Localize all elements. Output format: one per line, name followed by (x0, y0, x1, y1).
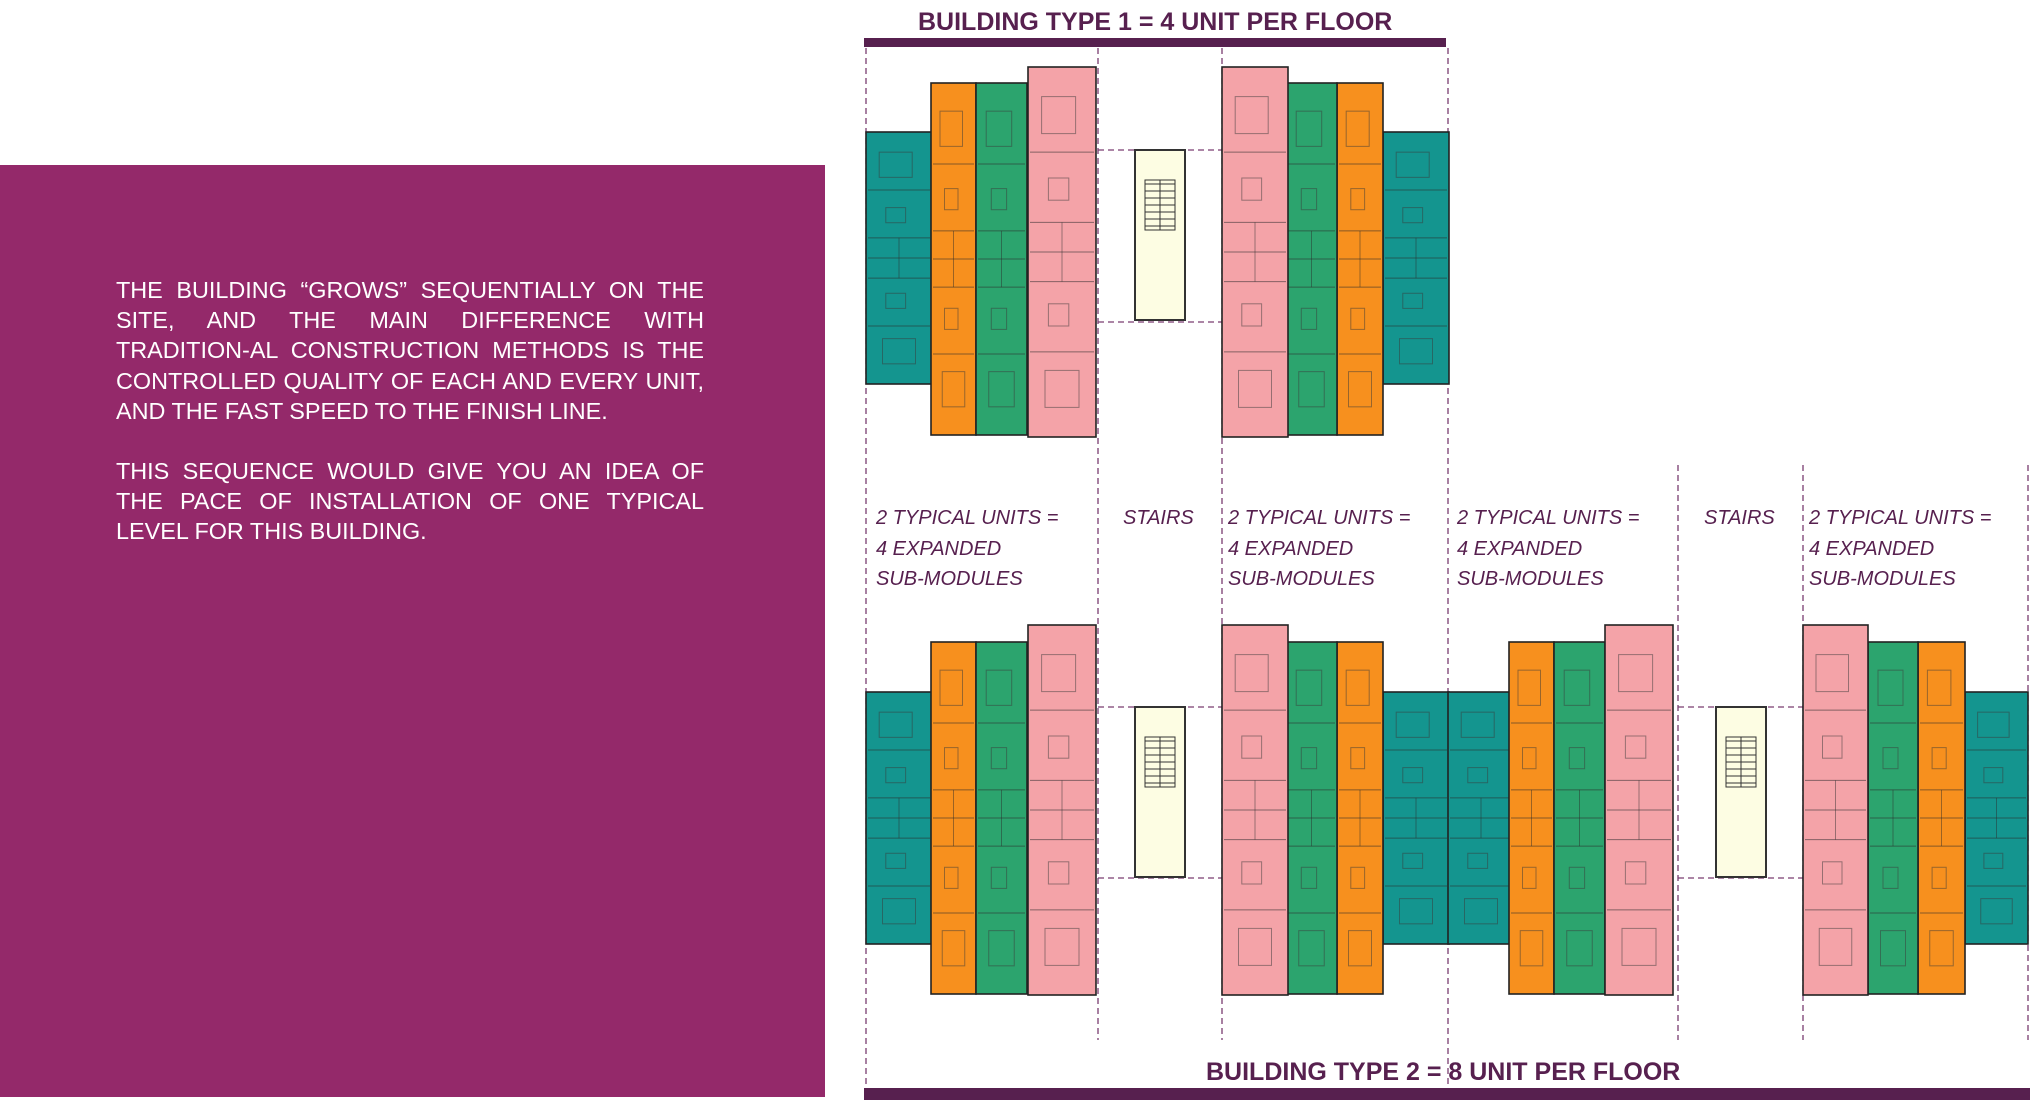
module-green-b2-d (1867, 641, 1919, 995)
module-pink-b2-a (1027, 624, 1097, 996)
label-typical-units-2: 2 TYPICAL UNITS = 4 EXPANDED SUB-MODULES (1228, 503, 1410, 595)
label-typical-units-4: 2 TYPICAL UNITS = 4 EXPANDED SUB-MODULES (1809, 503, 1991, 595)
label-line: 4 EXPANDED (1457, 537, 1583, 560)
label-line: 2 TYPICAL UNITS = (876, 507, 1059, 529)
label-stairs-2: STAIRS (1704, 503, 1775, 534)
module-pink-b2-d (1802, 624, 1869, 996)
stair-core-b1 (1134, 149, 1186, 321)
module-green-b1-left (975, 82, 1028, 436)
label-line: SUB-MODULES (1228, 568, 1375, 590)
module-pink-b2-b (1221, 624, 1289, 996)
building-type-2-title: BUILDING TYPE 2 = 8 UNIT PER FLOOR (1206, 1058, 1681, 1086)
label-stairs-1: STAIRS (1123, 503, 1194, 534)
module-orange-b2-b (1336, 641, 1384, 995)
label-line: 4 EXPANDED (876, 537, 1002, 560)
module-green-b2-b (1285, 641, 1338, 995)
label-line: SUB-MODULES (1457, 568, 1604, 590)
stair-core-b2-right (1715, 706, 1767, 878)
stair-core-b2-left (1134, 706, 1186, 878)
module-teal-b2-a (865, 691, 933, 945)
building-type-1-rule (864, 38, 1446, 47)
module-orange-b2-d (1917, 641, 1966, 995)
module-teal-b2-d (1964, 691, 2029, 945)
label-typical-units-1: 2 TYPICAL UNITS = 4 EXPANDED SUB-MODULES (876, 503, 1058, 595)
module-orange-b2-c (1508, 641, 1555, 995)
module-pink-b1-left (1027, 66, 1097, 438)
module-pink-b1-right (1221, 66, 1289, 438)
label-line: 2 TYPICAL UNITS = (1809, 507, 1992, 529)
module-green-b2-a (975, 641, 1028, 995)
label-typical-units-3: 2 TYPICAL UNITS = 4 EXPANDED SUB-MODULES (1457, 503, 1639, 595)
module-orange-b1-right (1336, 82, 1384, 436)
module-green-b1-right (1285, 82, 1338, 436)
module-orange-b1-left (930, 82, 977, 436)
label-line: SUB-MODULES (876, 568, 1023, 590)
building-type-1-title: BUILDING TYPE 1 = 4 UNIT PER FLOOR (918, 8, 1393, 36)
description-paragraph-1: THE BUILDING “GROWS” SEQUENTIALLY ON THE… (116, 277, 704, 424)
label-line: STAIRS (1704, 507, 1775, 529)
building-type-2-rule (864, 1088, 2030, 1100)
label-line: SUB-MODULES (1809, 568, 1956, 590)
module-teal-b1-right (1382, 131, 1450, 385)
module-pink-b2-c (1604, 624, 1674, 996)
label-line: 4 EXPANDED (1228, 537, 1354, 560)
label-line: 4 EXPANDED (1809, 537, 1935, 560)
info-panel (0, 165, 825, 1097)
module-blocks (865, 66, 2029, 996)
module-teal-b1-left (865, 131, 933, 385)
label-line: STAIRS (1123, 507, 1194, 529)
label-line: 2 TYPICAL UNITS = (1228, 507, 1411, 529)
module-teal-b2-b (1382, 691, 1450, 945)
module-teal-b2-c (1447, 691, 1515, 945)
module-orange-b2-a (930, 641, 977, 995)
description-paragraph-2: THIS SEQUENCE WOULD GIVE YOU AN IDEA OF … (116, 458, 704, 545)
module-green-b2-c (1553, 641, 1606, 995)
label-line: 2 TYPICAL UNITS = (1457, 507, 1640, 529)
